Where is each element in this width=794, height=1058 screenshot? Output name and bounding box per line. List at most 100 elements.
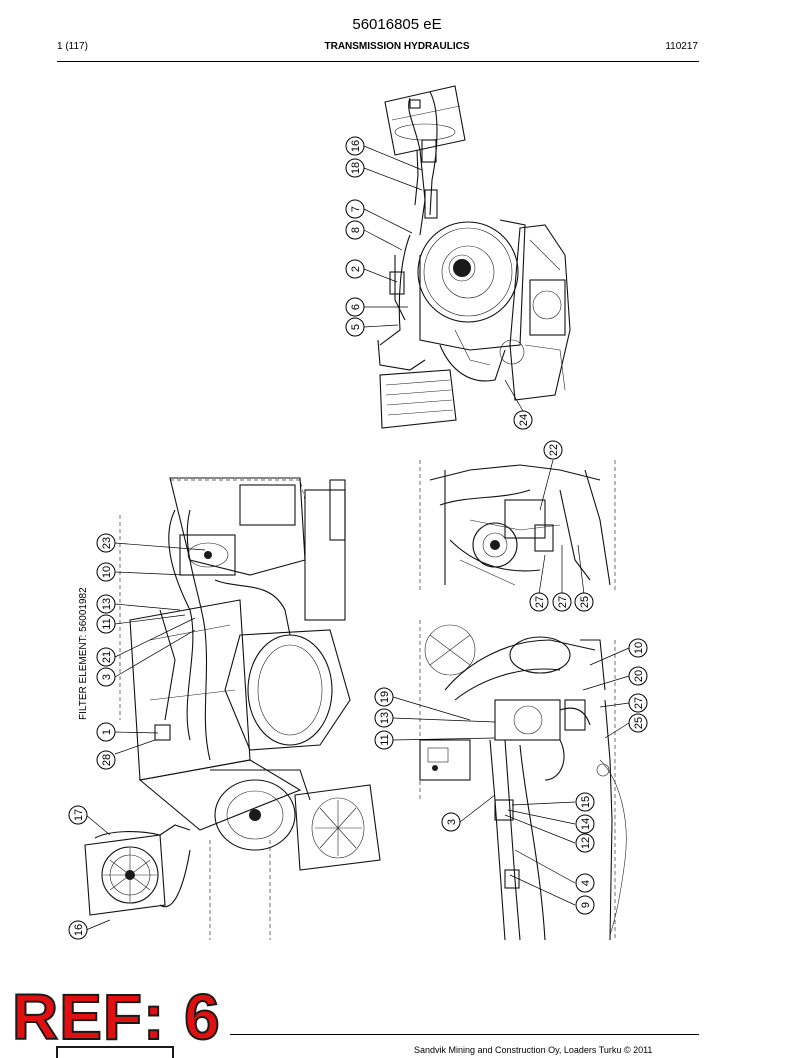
callout-balloon: 28 (96, 750, 116, 770)
callout-number: 10 (101, 566, 113, 578)
callout-circle (68, 805, 88, 825)
callout-number: 15 (580, 796, 592, 808)
callout-circle (374, 687, 394, 707)
callout-circle (374, 730, 394, 750)
callout-circle (96, 722, 116, 742)
document-number: 56016805 eE (352, 16, 442, 33)
detail-view-lower (419, 620, 627, 941)
callout-circle (552, 592, 572, 612)
page-indicator: 1 (117) (57, 41, 88, 52)
callout-circle (575, 895, 595, 915)
callout-number: 27 (557, 596, 569, 608)
callout-balloon: 5 (345, 317, 365, 337)
ref-stamp: REF: 6 (11, 981, 221, 1053)
callout-group-right-lower: 10 20 27 25 19 13 11 3 15 14 12 4 9 (374, 638, 648, 915)
callout-balloon: 24 (513, 410, 533, 430)
callout-number: 27 (633, 697, 645, 709)
callout-circle (543, 440, 563, 460)
callout-number: 3 (446, 819, 458, 825)
callout-balloon: 6 (345, 297, 365, 317)
callout-balloon: 1 (96, 722, 116, 742)
callout-circle (441, 812, 461, 832)
callout-number: 4 (580, 880, 592, 886)
callout-circle (345, 317, 365, 337)
callout-circle (628, 638, 648, 658)
footer-rule (230, 1034, 699, 1035)
callout-balloon: 14 (575, 814, 595, 834)
callout-circle (96, 562, 116, 582)
callout-number: 13 (101, 598, 113, 610)
callout-circle (345, 220, 365, 240)
callout-balloon: 2 (345, 259, 365, 279)
callout-balloon: 12 (575, 833, 595, 853)
callout-circle (68, 920, 88, 940)
callout-circle (575, 833, 595, 853)
callout-circle (96, 750, 116, 770)
callout-group-left: 23 10 13 11 21 3 1 28 17 16 (68, 533, 116, 940)
callout-circle (345, 136, 365, 156)
callout-balloon: 18 (345, 158, 365, 178)
callout-number: 5 (350, 324, 362, 330)
callout-circle (628, 713, 648, 733)
callout-number: 14 (580, 818, 592, 830)
callout-number: 11 (101, 618, 113, 629)
callout-balloon: 23 (96, 533, 116, 553)
callout-balloon: 20 (628, 666, 648, 686)
callout-number: 20 (633, 670, 645, 682)
callout-balloon: 4 (575, 873, 595, 893)
callout-balloon: 25 (628, 713, 648, 733)
callout-balloon: 27 (628, 693, 648, 713)
callout-circle (96, 647, 116, 667)
callout-number: 12 (580, 837, 592, 849)
callout-circle (374, 708, 394, 728)
callout-group-top: 16 18 7 8 2 6 5 24 (345, 136, 533, 430)
callout-balloon: 3 (96, 667, 116, 687)
callout-number: 2 (350, 266, 362, 272)
callout-circle (345, 158, 365, 178)
callout-balloon: 3 (441, 812, 461, 832)
callout-circle (345, 297, 365, 317)
callout-circle (575, 814, 595, 834)
callout-circle (628, 666, 648, 686)
callout-number: 16 (73, 924, 85, 936)
callout-balloon: 17 (68, 805, 88, 825)
callout-balloon: 11 (96, 614, 116, 634)
callout-number: 6 (350, 304, 362, 310)
callout-circle (575, 873, 595, 893)
callout-number: 25 (633, 717, 645, 729)
callout-number: 8 (350, 227, 362, 233)
callout-circle (575, 792, 595, 812)
callout-number: 25 (579, 596, 591, 608)
footer-copyright: Sandvik Mining and Construction Oy, Load… (414, 1045, 653, 1055)
callout-circle (345, 259, 365, 279)
callout-number: 27 (534, 596, 546, 608)
callout-balloon: 9 (575, 895, 595, 915)
callout-number: 17 (73, 809, 85, 821)
callout-number: 18 (350, 162, 362, 174)
callout-number: 11 (379, 734, 391, 745)
callout-circle (96, 614, 116, 634)
callout-balloon: 27 (529, 592, 549, 612)
callout-number: 24 (518, 414, 530, 426)
filter-element-label: FILTER ELEMENT: 56001982 (78, 587, 89, 720)
callout-number: 13 (379, 712, 391, 724)
callout-number: 9 (580, 902, 592, 908)
callout-number: 16 (350, 140, 362, 152)
callout-number: 22 (548, 444, 560, 456)
callout-balloon: 16 (345, 136, 365, 156)
callout-number: 10 (633, 642, 645, 654)
callout-number: 3 (101, 674, 113, 680)
callout-number: 28 (101, 754, 113, 766)
callout-circle (96, 667, 116, 687)
left-assembly-drawing (84, 477, 381, 940)
callout-circle (345, 199, 365, 219)
top-assembly-drawing (377, 85, 571, 429)
callout-circle (529, 592, 549, 612)
callout-number: 7 (350, 206, 362, 212)
callout-balloon: 15 (575, 792, 595, 812)
callout-circle (96, 533, 116, 553)
callout-balloon: 22 (543, 440, 563, 460)
callout-circle (574, 592, 594, 612)
callout-balloon: 13 (96, 594, 116, 614)
